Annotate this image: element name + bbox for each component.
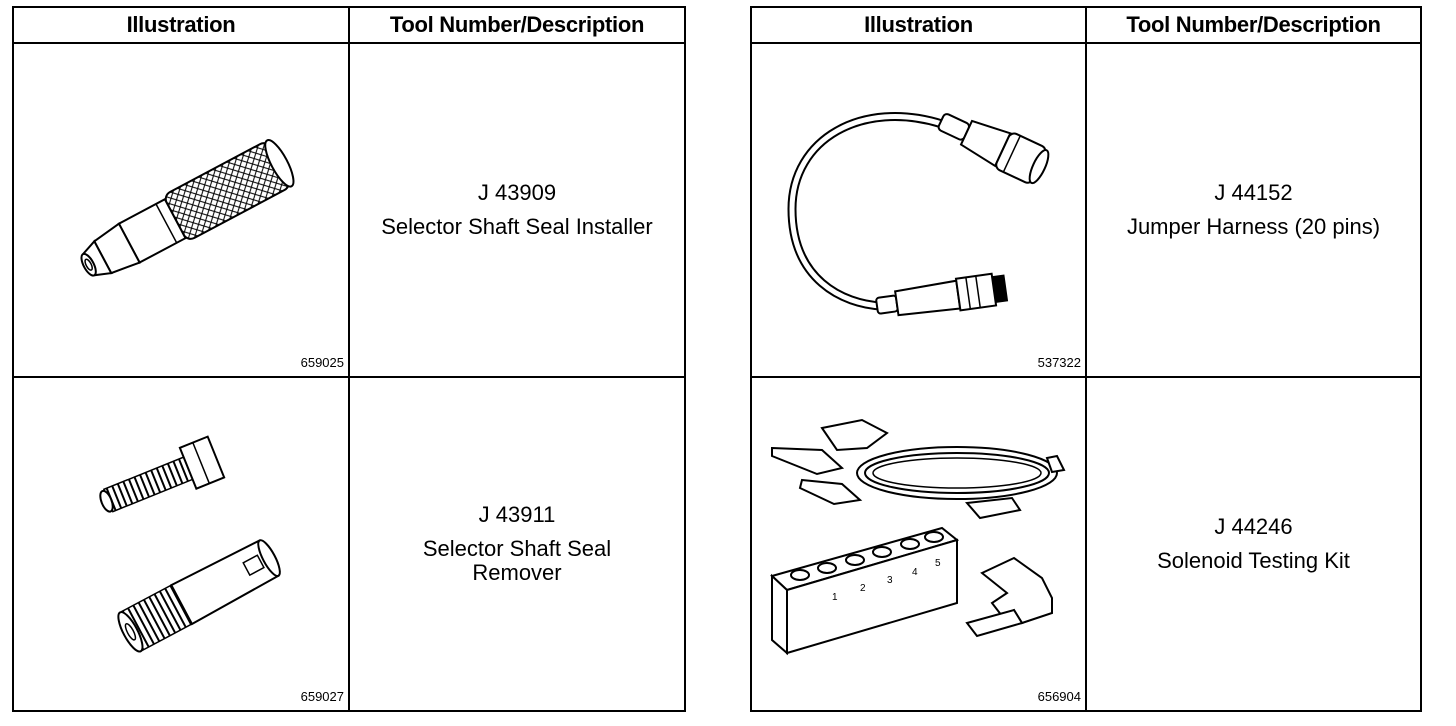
description-cell: J 44246 Solenoid Testing Kit [1085,376,1422,712]
figure-id: 537322 [1037,355,1081,370]
tool-number: J 43909 [477,180,557,205]
figure-id: 656904 [1037,689,1081,704]
tool-description: Solenoid Testing Kit [1157,548,1350,573]
illustration-cell: 537322 [750,42,1087,378]
description-cell: J 43911 Selector Shaft Seal Remover [348,376,686,712]
description-cell: J 43909 Selector Shaft Seal Installer [348,42,686,378]
terminal-label: 3 [887,575,893,586]
seal-remover-icon [99,435,281,653]
table-row: 537322 J 44152 Jumper Harness (20 pins) [750,42,1422,378]
seal-installer-icon [80,139,295,277]
table-row: 659027 J 43911 Selector Shaft Seal Remov… [12,376,686,712]
figure-id: 659027 [300,689,344,704]
tool-header: Tool Number/Description [348,6,686,44]
tool-description: Jumper Harness (20 pins) [1126,214,1381,239]
table-row: 659025 J 43909 Selector Shaft Seal Insta… [12,42,686,378]
tool-table-left: Illustration Tool Number/Description [12,6,686,712]
illustration-cell: 1 2 3 4 5 656904 [750,376,1087,712]
illustration-cell: 659025 [12,42,350,378]
solenoid-kit-icon: 1 2 3 4 5 [770,418,1066,656]
header-row: Illustration Tool Number/Description [750,6,1422,44]
terminal-label: 1 [832,592,838,603]
illustration-header: Illustration [750,6,1087,44]
terminal-label: 5 [935,558,941,569]
description-cell: J 44152 Jumper Harness (20 pins) [1085,42,1422,378]
tool-description: Selector Shaft Seal [422,536,612,561]
tool-description: Remover [472,560,562,585]
illustration-cell: 659027 [12,376,350,712]
tool-number: J 43911 [478,502,556,527]
tool-header: Tool Number/Description [1085,6,1422,44]
table-row: 1 2 3 4 5 656904 J 44246 Solenoid Testin… [750,376,1422,712]
tool-number: J 44152 [1214,180,1293,205]
jumper-harness-icon [787,112,1050,317]
terminal-label: 4 [912,567,918,578]
tool-description: Selector Shaft Seal Installer [381,214,653,239]
figure-id: 659025 [300,355,344,370]
terminal-label: 2 [860,583,866,594]
tool-number: J 44246 [1214,514,1293,539]
illustration-header: Illustration [12,6,350,44]
header-row: Illustration Tool Number/Description [12,6,686,44]
tool-table-right: Illustration Tool Number/Description [750,6,1422,712]
